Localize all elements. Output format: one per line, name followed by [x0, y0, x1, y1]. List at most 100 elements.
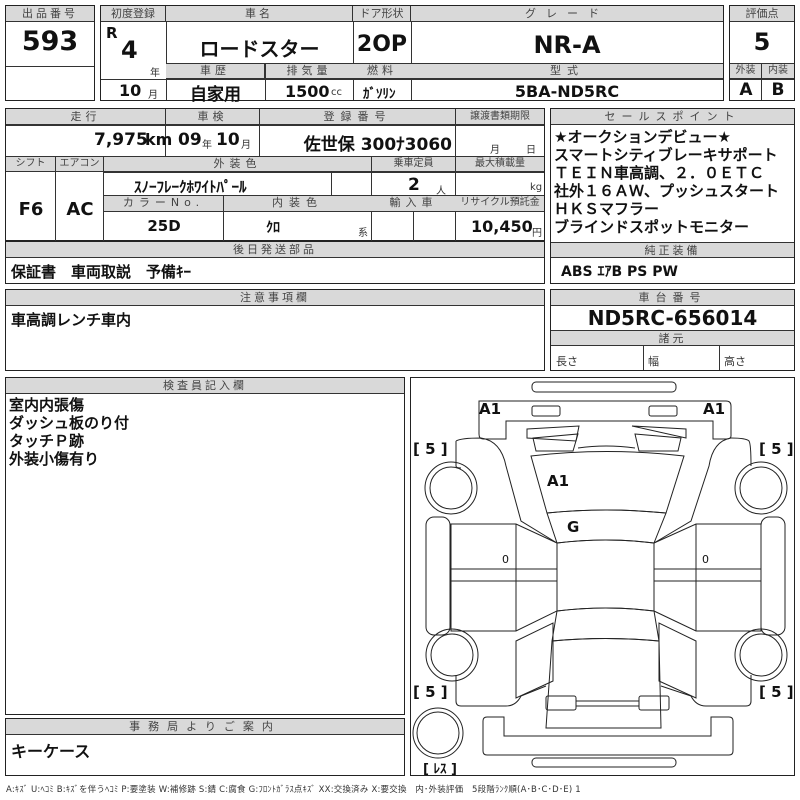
- transfer-deadline-label: 譲渡書類期限: [470, 111, 530, 122]
- exterior-label: 外装: [730, 63, 762, 100]
- inspector-box: 検査員記入欄 室内内張傷 ダッシュ板のり付 タッチＰ跡 外装小傷有り: [5, 377, 405, 715]
- sales-points-box: セールスポイント ★オークションデビュー★ スマートシティブレーキサポート ＴＥ…: [550, 108, 795, 284]
- displacement: 1500: [285, 82, 330, 101]
- first-reg-month: 10: [119, 81, 142, 100]
- tire-rear-left: [ 5 ]: [413, 683, 448, 701]
- recycle-fee: 10,450: [471, 217, 533, 236]
- inspector-note: ダッシュ板のり付: [9, 414, 130, 432]
- registration-label: 登録番号: [260, 109, 456, 156]
- interior-grade: B: [771, 80, 785, 100]
- aircon: AC: [66, 199, 94, 220]
- lot-label: 出品番号: [6, 6, 94, 22]
- tire-rear-right: [ 5 ]: [759, 683, 794, 701]
- details-box: 走行 車検 登録番号 譲渡書類期限 7,975 km 09 年 10 月 佐世保…: [5, 108, 545, 241]
- model-code-label: 型式: [550, 64, 584, 77]
- score-label: 評価点: [730, 6, 794, 22]
- notes-label: 注意事項欄: [6, 290, 544, 306]
- mileage-label: 走行: [6, 109, 166, 156]
- later-parts-label: 後日発送部品: [6, 242, 544, 258]
- inspection-month-unit: 月: [241, 140, 251, 151]
- interior-color-unit: 系: [358, 228, 368, 239]
- door-mark-right: 0: [702, 553, 709, 566]
- first-registration-label: 初度登録: [101, 6, 166, 22]
- later-parts: 保証書 車両取説 予備ｷｰ: [11, 263, 192, 281]
- era: R: [106, 24, 118, 42]
- interior-color-label: 内装色: [272, 196, 323, 209]
- year-unit: 年: [150, 68, 160, 79]
- color-no-label: カラーNo.: [104, 195, 224, 241]
- score-box: 評価点 5 外装 内装 A B: [729, 5, 795, 101]
- import-label: 輸入車: [389, 196, 438, 209]
- displacement-label: 排気量: [286, 64, 332, 77]
- fuel-label: 燃料: [367, 64, 397, 77]
- sales-point: ＨＫＳマフラー: [554, 200, 660, 218]
- chassis-box: 車台番号 ND5RC-656014 諸元 長さ 幅 高さ: [550, 289, 795, 371]
- inspector-note: タッチＰ跡: [9, 432, 85, 450]
- inspection-month: 10: [216, 130, 240, 150]
- mark-front-right: A1: [703, 400, 726, 418]
- score-value: 5: [753, 28, 771, 56]
- car-diagram: A1 A1 A1 G 0 0 [ 5 ] [ 5 ] [ 5 ] [ 5 ] […: [410, 377, 795, 777]
- history-label: 車歴: [166, 63, 265, 79]
- inspector-notes: 室内内張傷 ダッシュ板のり付 タッチＰ跡 外装小傷有り: [9, 396, 129, 468]
- inspection-label: 車検: [166, 109, 260, 156]
- color-no: 25D: [147, 217, 181, 235]
- sales-point: ＴＥＩＮ車高調、２．０ＥＴＣ: [554, 164, 765, 182]
- grade: NR-A: [533, 31, 601, 59]
- exterior-color: ｽﾉｰﾌﾚｰｸﾎﾜｲﾄﾊﾟｰﾙ: [134, 178, 247, 196]
- exterior-color-label: 外装色: [213, 157, 262, 170]
- office-label: 事務局よりご案内: [6, 719, 404, 735]
- notes: 車高調レンチ車内: [11, 311, 132, 329]
- first-reg-year: 4: [121, 36, 138, 64]
- mark-windshield: G: [567, 518, 580, 536]
- specs-label: 諸元: [551, 330, 794, 346]
- office-box: 事務局よりご案内 キーケース: [5, 718, 405, 776]
- spec-width: 幅: [648, 355, 659, 368]
- shift: F6: [18, 199, 44, 220]
- exterior-grade: A: [739, 80, 753, 100]
- mileage: 7,975: [94, 130, 148, 150]
- vehicle-info-box: 初度登録 車名 ドア形状 グレード R 4 年 10 月 ロードスター 2OP …: [100, 5, 724, 105]
- model-code: 5BA-ND5RC: [514, 82, 620, 101]
- later-parts-box: 後日発送部品 保証書 車両取説 予備ｷｰ: [5, 241, 545, 284]
- sales-points-label: セールスポイント: [551, 109, 794, 125]
- car-name-label: 車名: [166, 6, 353, 22]
- interior-color: ｸﾛ: [266, 220, 280, 236]
- shift-label: シフト: [6, 156, 56, 241]
- recycle-fee-label: リサイクル預託金: [460, 197, 540, 208]
- chassis-number: ND5RC-656014: [587, 306, 758, 330]
- lot-number: 593: [21, 26, 79, 57]
- capacity-unit: 人: [436, 186, 446, 197]
- inspection-year-unit: 年: [202, 140, 212, 151]
- transfer-day-unit: 日: [526, 145, 536, 156]
- mark-front-left: A1: [479, 400, 502, 418]
- mileage-unit: km: [145, 130, 173, 149]
- notes-box: 注意事項欄 車高調レンチ車内: [5, 289, 545, 371]
- max-load-label: 最大積載量: [475, 158, 525, 169]
- lot-box: 出品番号 593: [5, 5, 95, 101]
- registration-number: 佐世保 300ﾅ3060: [303, 135, 452, 155]
- displacement-unit: cc: [331, 87, 342, 98]
- inspector-note: 室内内張傷: [9, 396, 85, 414]
- inspection-year: 09: [178, 130, 202, 150]
- office-note: キーケース: [11, 742, 91, 761]
- tire-front-right: [ 5 ]: [759, 440, 794, 458]
- car-name: ロードスター: [199, 37, 320, 61]
- sales-point: ★オークションデビュー★: [554, 128, 731, 146]
- tire-spare: [ ﾚｽ ]: [423, 762, 457, 777]
- inspector-label: 検査員記入欄: [6, 378, 404, 394]
- spec-length: 長さ: [556, 355, 578, 368]
- grade-label: グレード: [411, 6, 723, 22]
- capacity: 2: [408, 175, 420, 195]
- inspector-note: 外装小傷有り: [9, 450, 100, 468]
- sales-points-list: ★オークションデビュー★ スマートシティブレーキサポート ＴＥＩＮ車高調、２．０…: [554, 128, 779, 236]
- sales-point: スマートシティブレーキサポート: [554, 146, 778, 164]
- car-outline-icon: [412, 381, 788, 768]
- sales-point: ブラインドスポットモニター: [554, 218, 750, 236]
- chassis-number-label: 車台番号: [551, 290, 794, 306]
- sales-point: 社外１６ＡＷ、プッシュスタート: [554, 182, 780, 200]
- door-type: 2OP: [356, 32, 408, 57]
- aircon-label: エアコン: [56, 156, 104, 241]
- genuine-equipment-label: 純正装備: [551, 242, 794, 258]
- tire-front-left: [ 5 ]: [413, 440, 448, 458]
